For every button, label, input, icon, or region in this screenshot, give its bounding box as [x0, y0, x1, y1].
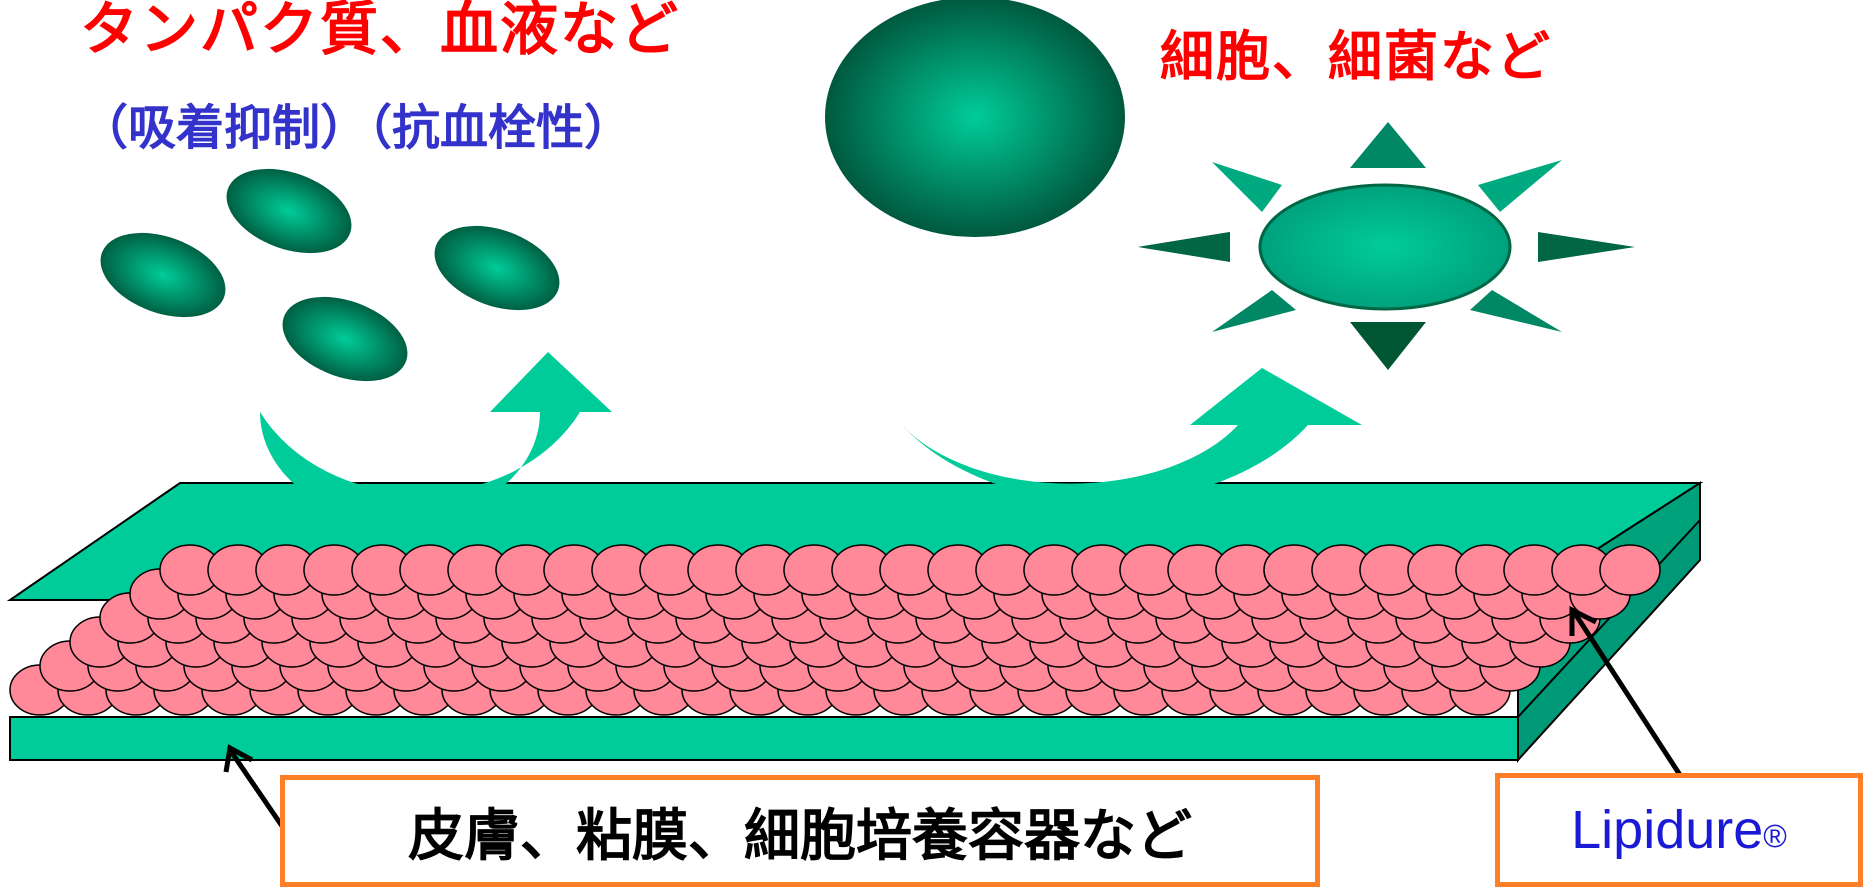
protein-blob-icon	[100, 168, 560, 382]
substrate-label: 皮膚、粘膜、細胞培養容器など	[408, 803, 1192, 869]
lipidure-label-box: Lipidure®	[1495, 773, 1863, 887]
lipidure-layer	[9, 544, 1661, 716]
lipidure-label: Lipidure	[1571, 800, 1764, 860]
registered-mark: ®	[1763, 817, 1787, 854]
curved-arrow-left-icon	[260, 352, 612, 522]
pointer-arrow-right-icon	[1569, 605, 1683, 777]
adsorption-antithrombotic-subtitle: （吸着抑制）（抗血栓性）	[80, 100, 633, 156]
bacterium-icon	[1138, 122, 1635, 370]
substrate-label-box: 皮膚、粘膜、細胞培養容器など	[280, 775, 1320, 887]
cell-bacteria-title: 細胞、細菌など	[1160, 25, 1552, 88]
curved-arrow-right-icon	[902, 368, 1362, 502]
protein-blood-title: タンパク質、血液など	[80, 0, 681, 63]
large-cell-icon	[825, 0, 1125, 237]
pointer-arrow-left-icon	[223, 744, 285, 828]
lipidure-bead	[1599, 544, 1661, 596]
